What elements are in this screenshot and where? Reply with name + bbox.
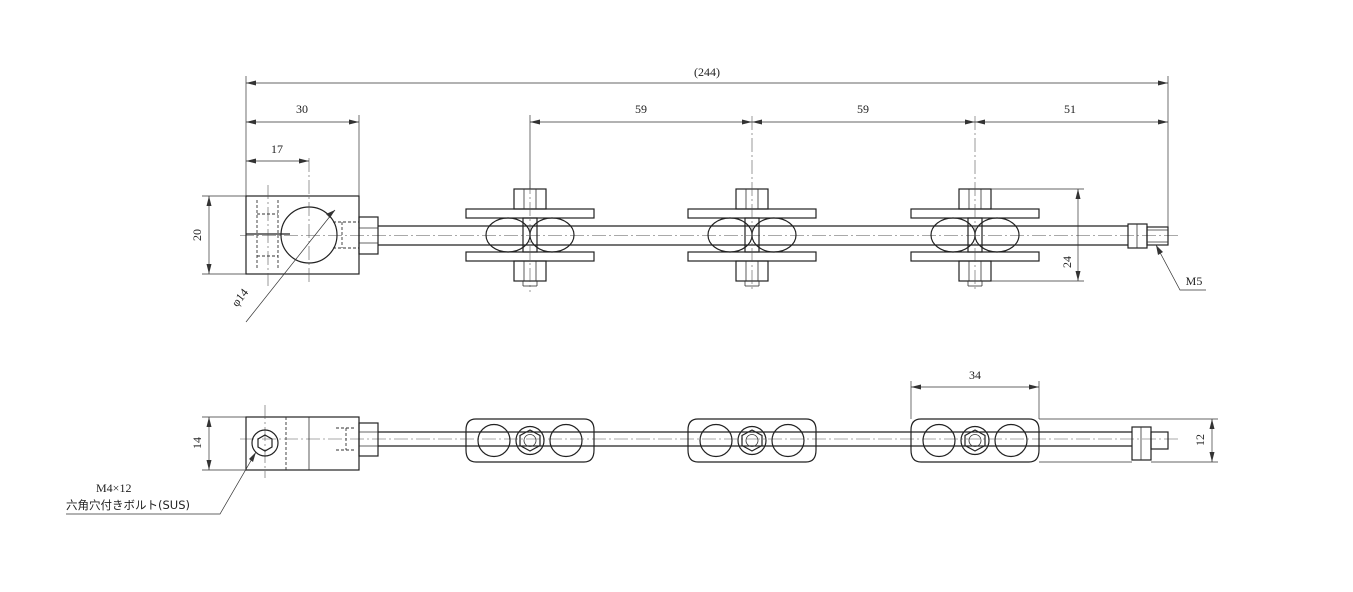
label-dim-34: 34 — [969, 368, 981, 382]
label-dim-59-b: 59 — [857, 102, 869, 116]
label-bolt-size: M4×12 — [96, 481, 131, 495]
label-dim-30: 30 — [296, 102, 308, 116]
label-dim-59-a: 59 — [635, 102, 647, 116]
label-overall-length: (244) — [694, 65, 720, 79]
label-dim-17: 17 — [271, 142, 283, 156]
roller-assembly-2 — [687, 116, 817, 292]
label-thread: M5 — [1186, 274, 1203, 288]
hex-socket-icon — [257, 434, 273, 452]
roller-plate-plan-1 — [465, 418, 595, 463]
roller-plate-plan-3 — [910, 418, 1040, 463]
top-dimensions: (244) 30 17 59 59 51 20 24 — [190, 65, 1206, 323]
clamp-nut — [358, 216, 379, 255]
clamp-block-plan — [245, 416, 360, 471]
label-bolt-desc: 六角穴付きボルト(SUS) — [66, 498, 190, 512]
bottom-dimensions: 14 34 12 M4×12 六角穴付きボルト(SUS) — [66, 368, 1218, 515]
end-nut — [1127, 223, 1148, 249]
roller-plate-plan-2 — [687, 418, 817, 463]
roller-assembly-3 — [910, 116, 1040, 292]
label-dim-14: 14 — [190, 437, 204, 449]
label-dim-24: 24 — [1060, 256, 1074, 268]
socket-bolt-head — [251, 429, 279, 457]
label-dim-51: 51 — [1064, 102, 1076, 116]
end-thread — [1146, 226, 1169, 246]
label-dim-12: 12 — [1193, 434, 1207, 446]
roller-assembly-1 — [465, 180, 595, 292]
leader-thread — [1155, 244, 1206, 291]
top-view — [240, 116, 1180, 292]
leader-bolt — [66, 451, 257, 515]
label-dim-20: 20 — [190, 229, 204, 241]
leader-diameter — [245, 209, 336, 323]
label-diameter: φ14 — [229, 286, 252, 310]
bottom-view — [240, 405, 1180, 478]
